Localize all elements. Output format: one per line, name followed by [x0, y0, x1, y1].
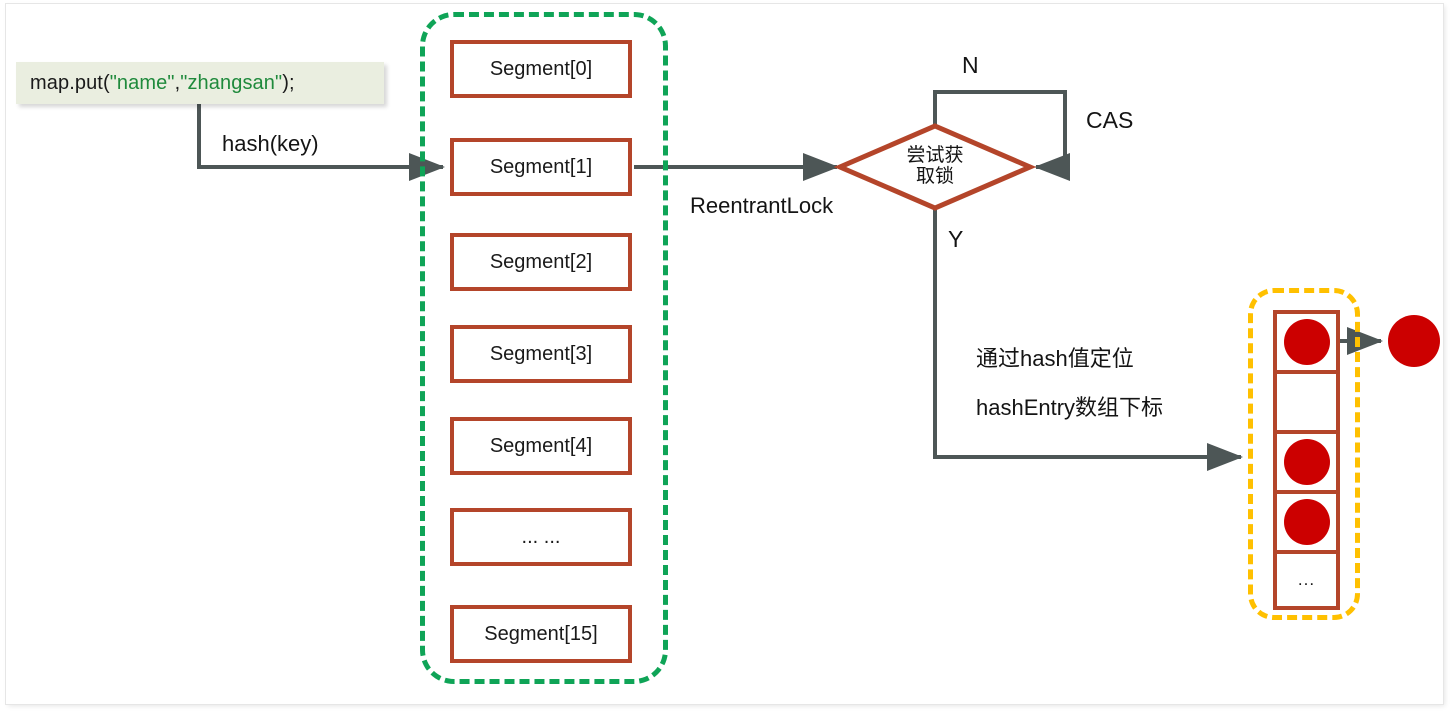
segment-box-2[interactable]: Segment[2] [450, 233, 632, 291]
decision-try-acquire-lock[interactable]: 尝试获 取锁 [840, 125, 1030, 209]
hashentry-cell-ellipsis: ... [1297, 570, 1316, 589]
map-put-callout: map.put("name","zhangsan"); [16, 62, 384, 104]
linked-entry-node-icon [1388, 315, 1440, 367]
label-locate-line2: hashEntry数组下标 [976, 395, 1164, 420]
decision-label: 尝试获 取锁 [840, 125, 1030, 209]
segment-array-container [420, 12, 668, 684]
label-branch-yes: Y [948, 226, 964, 252]
hashentry-cell-1[interactable] [1273, 370, 1340, 430]
entry-node-icon [1283, 439, 1330, 485]
label-cas: CAS [1086, 107, 1134, 133]
code-comma: , [174, 71, 181, 94]
decision-label-line1: 尝试获 [906, 145, 964, 167]
hashentry-array-container [1248, 288, 1360, 620]
segment-box-1[interactable]: Segment[1] [450, 138, 632, 196]
hashentry-cell-0[interactable] [1273, 310, 1340, 370]
code-suffix: ); [282, 71, 295, 94]
page-surface [6, 4, 1443, 704]
hashentry-cell-3[interactable] [1273, 490, 1340, 550]
label-locate-line1: 通过hash值定位 [976, 346, 1134, 371]
hashentry-cell-list: ... [1273, 310, 1340, 610]
label-branch-no: N [962, 52, 979, 78]
segment-box-ellipsis[interactable]: ... ... [450, 508, 632, 566]
segment-box-3[interactable]: Segment[3] [450, 325, 632, 383]
hashentry-cell-4[interactable]: ... [1273, 550, 1340, 610]
hashentry-cell-2[interactable] [1273, 430, 1340, 490]
code-arg-value: "zhangsan" [180, 71, 283, 94]
segment-box-15[interactable]: Segment[15] [450, 605, 632, 663]
decision-label-line2: 取锁 [915, 166, 954, 187]
segment-box-0[interactable]: Segment[0] [450, 40, 632, 98]
entry-node-icon [1283, 319, 1330, 365]
code-prefix: map.put( [30, 71, 110, 94]
label-reentrant-lock: ReentrantLock [690, 193, 834, 218]
code-arg-key: "name" [109, 71, 175, 94]
label-hash-key: hash(key) [222, 131, 319, 156]
entry-node-icon [1283, 499, 1330, 545]
segment-box-4[interactable]: Segment[4] [450, 417, 632, 475]
